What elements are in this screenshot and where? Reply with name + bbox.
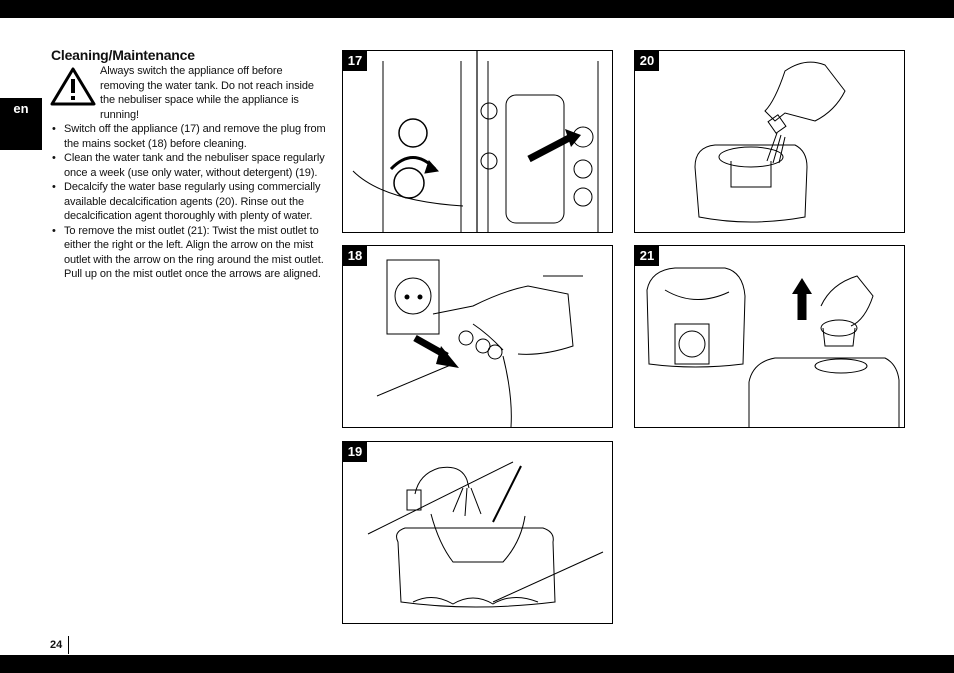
figure-number: 19 <box>343 442 367 462</box>
switch-off-illustration-icon <box>352 51 599 232</box>
figure-number: 17 <box>343 51 367 71</box>
warning-icon <box>50 67 96 106</box>
list-item: Clean the water tank and the nebuliser s… <box>51 151 327 180</box>
figure-number: 21 <box>635 246 659 266</box>
figure-number: 18 <box>343 246 367 266</box>
figure-21: 21 <box>634 245 905 428</box>
warning-text: Always switch the appliance off before r… <box>100 65 314 121</box>
rinse-tank-illustration-icon <box>367 461 604 608</box>
figure-17: 17 <box>342 50 613 233</box>
figure-18: 18 <box>342 245 613 428</box>
step-list: Switch off the appliance (17) and remove… <box>51 122 327 282</box>
list-item: Switch off the appliance (17) and remove… <box>51 122 327 151</box>
list-item: Decalcify the water base regularly using… <box>51 180 327 224</box>
top-bar <box>0 0 954 18</box>
figure-19: 19 <box>342 441 613 624</box>
figure-number: 20 <box>635 51 659 71</box>
section-title: Cleaning/Maintenance <box>51 47 195 63</box>
pour-decalcifier-illustration-icon <box>694 61 846 223</box>
list-item: To remove the mist outlet (21): Twist th… <box>51 224 327 282</box>
remove-mist-outlet-illustration-icon <box>646 267 900 427</box>
figure-20: 20 <box>634 50 905 233</box>
bottom-bar <box>0 655 954 673</box>
unplug-illustration-icon <box>376 259 583 427</box>
page-number: 24 <box>50 636 69 654</box>
language-tab: en <box>0 98 42 150</box>
